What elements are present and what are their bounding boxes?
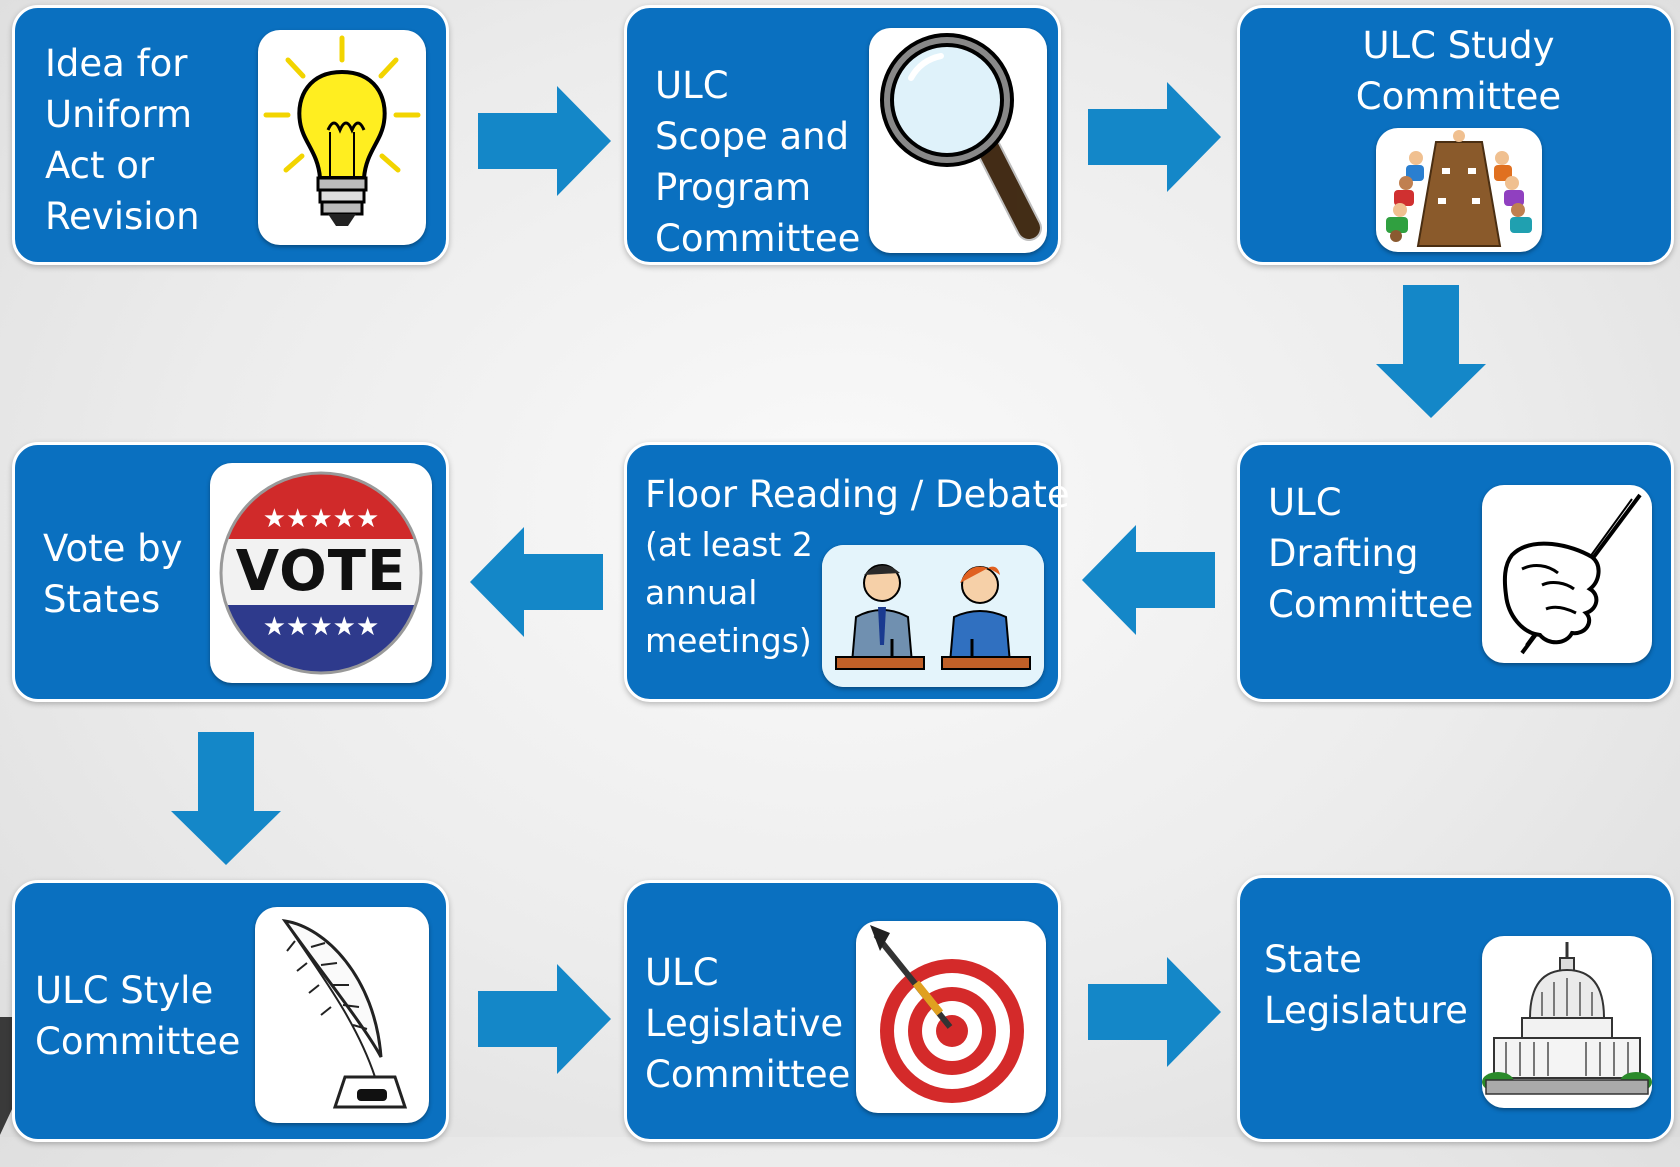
arrow-right-4 bbox=[1088, 957, 1221, 1067]
magnifying-glass-icon bbox=[869, 28, 1047, 253]
step-idea: Idea for Uniform Act or Revision bbox=[12, 5, 449, 265]
step-idea-label: Idea for Uniform Act or Revision bbox=[45, 42, 200, 238]
capitol-icon bbox=[1482, 936, 1652, 1108]
debaters-icon bbox=[822, 545, 1044, 687]
step-vote-by-states: Vote by States ★★★★★ ★★★★★ VOTE bbox=[12, 442, 449, 702]
step-state-legislature: State Legislature bbox=[1237, 875, 1674, 1142]
arrow-right-1 bbox=[478, 86, 611, 196]
svg-text:★★★★★: ★★★★★ bbox=[263, 612, 380, 642]
step-state-legislature-label: State Legislature bbox=[1264, 938, 1468, 1032]
step-legislative-committee-label: ULC Legislative Committee bbox=[645, 951, 851, 1096]
arrow-down-1 bbox=[1376, 285, 1486, 418]
quill-inkwell-icon bbox=[255, 907, 429, 1123]
dart-target-icon bbox=[856, 921, 1046, 1113]
hand-pen-icon bbox=[1482, 485, 1652, 663]
step-drafting-committee: ULC Drafting Committee bbox=[1237, 442, 1674, 702]
svg-text:★★★★★: ★★★★★ bbox=[263, 504, 380, 534]
step-style-committee-label: ULC Style Committee bbox=[35, 969, 241, 1063]
step-scope-program-label: ULC Scope and Program Committee bbox=[655, 64, 861, 260]
step-study-committee-label: ULC Study Committee bbox=[1355, 24, 1562, 118]
step-vote-by-states-label: Vote by States bbox=[43, 527, 183, 621]
arrow-left-2 bbox=[470, 527, 603, 637]
step-drafting-committee-label: ULC Drafting Committee bbox=[1268, 481, 1474, 626]
step-floor-reading-sublabel: (at least 2 annual meetings) bbox=[645, 525, 813, 660]
vote-badge-text: VOTE bbox=[235, 539, 407, 604]
step-floor-reading-debate: Floor Reading / Debate (at least 2 annua… bbox=[624, 442, 1070, 702]
arrow-right-2 bbox=[1088, 82, 1221, 192]
step-floor-reading-label: Floor Reading / Debate bbox=[645, 473, 1070, 516]
meeting-table-icon bbox=[1376, 128, 1542, 252]
vote-button-icon: ★★★★★ ★★★★★ VOTE bbox=[210, 463, 432, 683]
arrow-right-3 bbox=[478, 964, 611, 1074]
arrow-left-1 bbox=[1082, 525, 1215, 635]
arrow-down-2 bbox=[171, 732, 281, 865]
step-legislative-committee: ULC Legislative Committee bbox=[624, 880, 1061, 1142]
step-study-committee: ULC Study Committee bbox=[1237, 5, 1674, 265]
lightbulb-icon bbox=[258, 30, 426, 245]
step-style-committee: ULC Style Committee bbox=[12, 880, 449, 1142]
step-scope-program: ULC Scope and Program Committee bbox=[624, 5, 1061, 265]
